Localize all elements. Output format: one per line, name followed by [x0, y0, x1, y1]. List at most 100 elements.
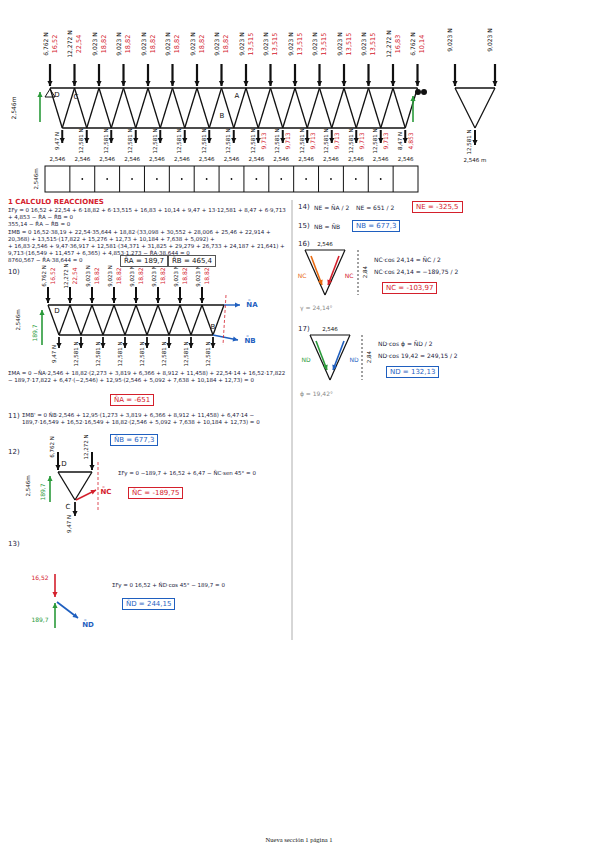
result-box: NE = -325,5: [412, 201, 463, 213]
dimension: 2,546m: [15, 309, 22, 330]
equation: ΣMB = 0 16,52·38,19 + 22,54·35,644 + 18,…: [8, 229, 288, 243]
step-number: 15): [298, 222, 310, 231]
arrow-head: [170, 81, 175, 86]
truss-member: [50, 87, 418, 88]
load-value-kN: 18,82: [173, 35, 181, 54]
truss-member: [169, 166, 170, 192]
load-value: 12,272 N: [385, 30, 393, 57]
arrow-head: [56, 343, 61, 348]
result-text: NC = -103,97: [386, 284, 433, 292]
truss-member: [180, 305, 191, 335]
arrow-head: [327, 279, 332, 285]
arrow-head: [84, 138, 89, 143]
truss-member: [234, 88, 246, 128]
arrow-head: [158, 138, 163, 143]
dimension: 2,546: [273, 156, 289, 163]
load-value-kN: 13,515: [369, 33, 377, 56]
load-value: 9,023 N: [173, 265, 180, 287]
truss-member: [94, 166, 95, 192]
load-value: 9,023 N: [140, 32, 148, 56]
truss-member: [191, 305, 202, 335]
truss-member: [87, 88, 99, 128]
load-value-kN: 16,52: [50, 35, 58, 54]
truss-member: [158, 305, 169, 335]
load-value: 12,581 N: [117, 341, 124, 366]
arrow-head: [47, 476, 52, 481]
result-text: NE = -325,5: [416, 203, 459, 211]
arrow-head: [243, 81, 248, 86]
load-arrow: [328, 256, 339, 285]
load-value: 12,272 N: [66, 30, 74, 57]
load-arrow: [311, 256, 322, 285]
load-value: 9,023 N: [311, 32, 319, 56]
truss-member: [305, 250, 325, 295]
arrow-head: [317, 81, 322, 86]
dimension: 2,546m: [10, 96, 18, 119]
dot: [106, 178, 108, 180]
joint-letter: C: [66, 503, 71, 512]
arrow-head: [72, 613, 78, 618]
result-text: R̄A = 189,7: [124, 257, 164, 265]
result-box: N̄D = 244,15: [122, 598, 175, 610]
load-arrow: [57, 602, 78, 618]
load-value: 12,581 N: [205, 341, 212, 366]
dot: [305, 178, 307, 180]
load-value: 12,581 N: [249, 128, 256, 153]
load-value-kN: 9,713: [383, 132, 391, 149]
truss-member: [125, 305, 136, 335]
arrow-head: [155, 298, 160, 303]
load-value: 12,272 N: [83, 434, 90, 459]
load-value: 6,762 N: [49, 436, 56, 458]
dimension: 2,546: [149, 156, 165, 163]
truss-member: [362, 335, 363, 380]
truss-member: [59, 334, 213, 335]
dot: [81, 178, 83, 180]
truss-member: [219, 166, 220, 192]
truss-member: [325, 250, 345, 295]
dot: [181, 178, 183, 180]
force-label: ND: [301, 356, 310, 364]
truss-member: [343, 166, 344, 192]
dimension: 2,546: [373, 156, 389, 163]
arrow-head: [219, 81, 224, 86]
load-value: 9,023 N: [107, 265, 114, 287]
arrow-head: [90, 490, 96, 495]
load-value: 12,581 N: [73, 341, 80, 366]
truss-member: [223, 295, 226, 345]
arrow-head: [47, 81, 52, 86]
load-value: 9,023 N: [115, 32, 123, 56]
joint-letter: D: [61, 460, 66, 469]
dot: [131, 178, 133, 180]
load-value: 9,023 N: [164, 32, 172, 56]
load-value: 12,581 N: [298, 128, 305, 153]
load-value: 12,581 N: [78, 128, 85, 153]
load-value: 9,023 N: [262, 32, 270, 56]
load-value-kN: 22,54: [75, 35, 83, 54]
dimension: 2,546: [74, 156, 90, 163]
dimension: 2,546: [124, 156, 140, 163]
truss-member: [59, 305, 70, 335]
dimension: 2,546m: [25, 475, 32, 496]
arrow-head: [341, 81, 346, 86]
arrow-head: [78, 343, 83, 348]
truss-member: [368, 166, 369, 192]
arrow-head: [37, 92, 42, 97]
truss-member: [455, 87, 495, 88]
truss-member: [194, 166, 195, 192]
arrow-head: [67, 298, 72, 303]
truss-member: [81, 305, 92, 335]
equation: NC·cos 24,14 = −189,75 / 2: [374, 268, 458, 276]
truss-member: [114, 305, 125, 335]
equation: 8760,567 − R̄A·38,644 = 0: [8, 257, 83, 264]
load-value-kN: 18,82: [124, 35, 132, 54]
dot: [156, 178, 158, 180]
arrow-head: [492, 81, 497, 86]
load-value-kN: 18,82: [222, 35, 230, 54]
dimension: 2,546m: [33, 168, 40, 189]
truss-member: [173, 88, 185, 128]
arrow-head: [122, 343, 127, 348]
dot: [255, 178, 257, 180]
force-label: ND: [349, 356, 358, 364]
result-box: NB = 677,3: [352, 220, 400, 232]
